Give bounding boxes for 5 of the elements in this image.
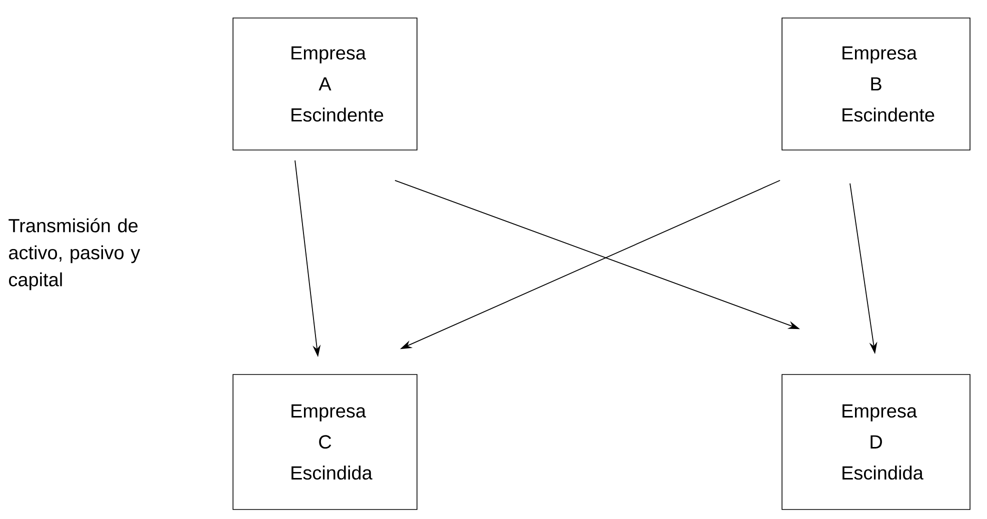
- company-box: Empresa D Escindida: [782, 374, 970, 510]
- company-box: Empresa A Escindente: [232, 18, 418, 150]
- company-box: Empresa C Escindida: [232, 374, 418, 510]
- company-box: Empresa B Escindente: [782, 18, 970, 150]
- note-text: Transmisión de activo, pasivo y capital: [8, 218, 140, 290]
